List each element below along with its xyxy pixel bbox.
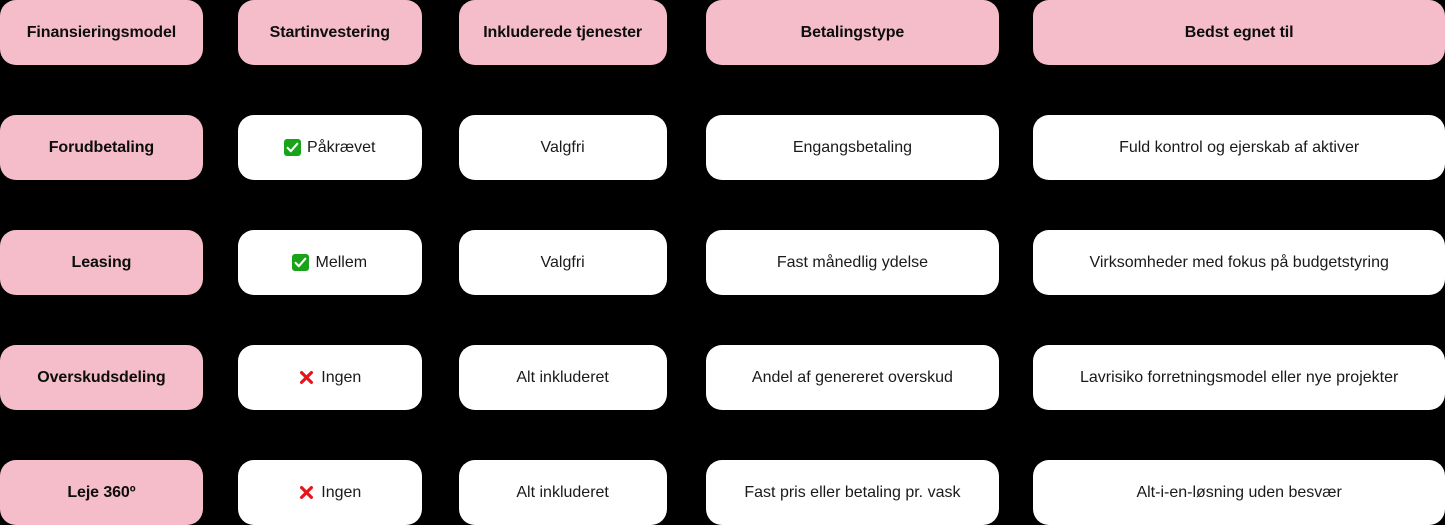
cross-icon xyxy=(298,484,315,501)
cell-value-text: Andel af genereret overskud xyxy=(751,368,953,386)
column-header-startinvestering: Startinvestering xyxy=(237,0,422,65)
cell-betalingstype: Fast månedlig ydelse xyxy=(705,230,1000,295)
table-row: Leje 360º Ingen Alt inkluderet Fast pris… xyxy=(0,460,1445,525)
column-header-bedst-egnet-til: Bedst egnet til xyxy=(1033,0,1445,65)
cell-value-text: Ingen xyxy=(321,483,362,501)
cell-bedst-egnet-til: Fuld kontrol og ejerskab af aktiver xyxy=(1033,115,1445,180)
cell-value-text: Lavrisiko forretningsmodel eller nye pro… xyxy=(1079,368,1399,386)
table-header-row: Finansieringsmodel Startinvestering Inkl… xyxy=(0,0,1445,65)
cell-startinvestering: Ingen xyxy=(237,345,422,410)
cell-value-text: Alt-i-en-løsning uden besvær xyxy=(1136,483,1342,501)
column-header-label: Betalingstype xyxy=(800,23,905,41)
row-label-leasing: Leasing xyxy=(0,230,203,295)
column-header-inkluderede-tjenester: Inkluderede tjenester xyxy=(458,0,667,65)
cell-inkluderede-tjenester: Alt inkluderet xyxy=(458,460,667,525)
cell-value-text: Fuld kontrol og ejerskab af aktiver xyxy=(1119,138,1360,156)
cell-bedst-egnet-til: Alt-i-en-løsning uden besvær xyxy=(1033,460,1445,525)
check-icon xyxy=(284,139,302,156)
column-header-label: Finansieringsmodel xyxy=(26,23,177,41)
column-header-betalingstype: Betalingstype xyxy=(705,0,1000,65)
cell-value-text: Påkrævet xyxy=(307,138,376,156)
cell-inkluderede-tjenester: Alt inkluderet xyxy=(458,345,667,410)
column-header-label: Bedst egnet til xyxy=(1184,23,1294,41)
table-row: Leasing Mellem Valgfri Fast månedlig yde… xyxy=(0,230,1445,295)
table-row: Forudbetaling Påkrævet Valgfri Engangsbe… xyxy=(0,115,1445,180)
column-header-finansieringsmodel: Finansieringsmodel xyxy=(0,0,203,65)
row-label-text: Leasing xyxy=(71,253,132,271)
row-label-forudbetaling: Forudbetaling xyxy=(0,115,203,180)
cell-bedst-egnet-til: Virksomheder med fokus på budgetstyring xyxy=(1033,230,1445,295)
check-icon xyxy=(292,254,310,271)
row-label-text: Leje 360º xyxy=(67,483,136,501)
cell-betalingstype: Andel af genereret overskud xyxy=(705,345,1000,410)
cell-betalingstype: Fast pris eller betaling pr. vask xyxy=(705,460,1000,525)
cell-startinvestering: Ingen xyxy=(237,460,422,525)
table-row: Overskudsdeling Ingen Alt inkluderet And… xyxy=(0,345,1445,410)
cell-value-text: Fast pris eller betaling pr. vask xyxy=(744,483,961,501)
cell-startinvestering: Mellem xyxy=(237,230,422,295)
cell-value-text: Alt inkluderet xyxy=(516,483,609,501)
cross-icon xyxy=(298,369,315,386)
cell-betalingstype: Engangsbetaling xyxy=(705,115,1000,180)
row-label-overskudsdeling: Overskudsdeling xyxy=(0,345,203,410)
cell-value-text: Valgfri xyxy=(540,253,585,271)
cell-startinvestering: Påkrævet xyxy=(237,115,422,180)
row-label-text: Overskudsdeling xyxy=(37,368,166,386)
cell-value-text: Alt inkluderet xyxy=(516,368,609,386)
row-label-text: Forudbetaling xyxy=(48,138,155,156)
cell-value-text: Engangsbetaling xyxy=(792,138,913,156)
cell-value-text: Virksomheder med fokus på budgetstyring xyxy=(1089,253,1389,271)
cell-value-text: Valgfri xyxy=(540,138,585,156)
row-label-leje-360: Leje 360º xyxy=(0,460,203,525)
cell-bedst-egnet-til: Lavrisiko forretningsmodel eller nye pro… xyxy=(1033,345,1445,410)
cell-inkluderede-tjenester: Valgfri xyxy=(458,115,667,180)
column-header-label: Startinvestering xyxy=(269,23,390,41)
cell-value-text: Mellem xyxy=(315,253,368,271)
cell-value-text: Ingen xyxy=(321,368,362,386)
cell-value-text: Fast månedlig ydelse xyxy=(776,253,929,271)
column-header-label: Inkluderede tjenester xyxy=(483,23,643,41)
cell-inkluderede-tjenester: Valgfri xyxy=(458,230,667,295)
